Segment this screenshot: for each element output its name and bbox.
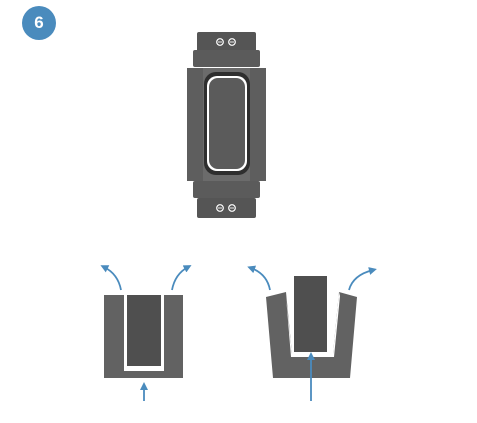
left-out-arrow-icon xyxy=(100,265,122,291)
left-flex-arrow-icon xyxy=(247,265,271,291)
device-top-view xyxy=(187,32,266,218)
right-flex-arrow-icon xyxy=(348,267,377,291)
band-cross-section-flexed xyxy=(247,265,377,401)
step-number-badge: 6 xyxy=(22,6,56,40)
right-out-arrow-icon xyxy=(171,265,192,291)
band-cross-section-before xyxy=(100,265,192,401)
